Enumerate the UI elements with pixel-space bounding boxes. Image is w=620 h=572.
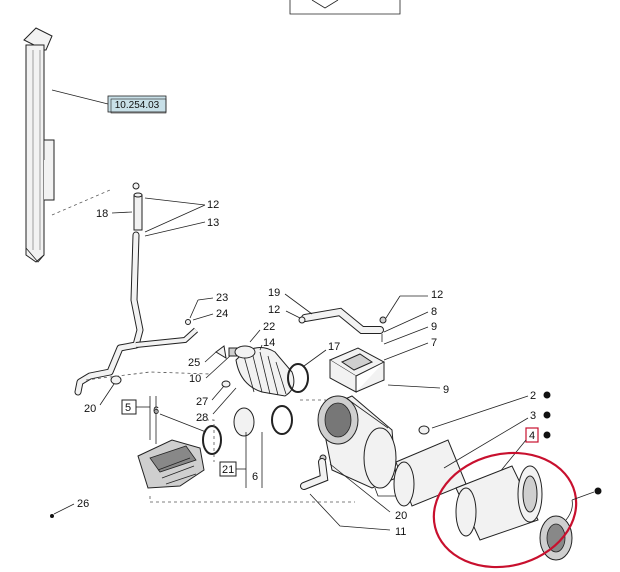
clip-25 [215, 345, 227, 359]
leader-25 [204, 351, 217, 363]
label-12a: 12 [207, 199, 219, 211]
leader-20a [99, 383, 115, 406]
corrugated-elbow [234, 345, 295, 397]
label-20b: 20 [395, 510, 407, 522]
leader-24 [192, 313, 214, 321]
leader-11 [309, 493, 391, 531]
leader-housing [374, 487, 396, 497]
label-9b: 9 [443, 384, 449, 396]
leader-26 [53, 503, 75, 515]
bullet-2 [543, 391, 551, 399]
ref-leader [51, 89, 109, 105]
label-7: 7 [431, 337, 437, 349]
top-frame [289, 0, 401, 15]
leader-9b [387, 384, 441, 389]
leader-12b [285, 310, 301, 319]
label-17: 17 [328, 341, 340, 353]
clamp-ring-6b [271, 405, 293, 435]
connector-6 [233, 407, 255, 437]
bullet-5 [594, 487, 602, 495]
leader-23 [197, 297, 214, 301]
leader-21b [245, 432, 263, 488]
fitting-24 [185, 319, 191, 325]
air-cleaner-housing [317, 395, 397, 489]
pipe-11 [300, 458, 329, 490]
fitting-12c [379, 316, 387, 324]
leader-28 [212, 387, 237, 415]
clamp-27 [221, 380, 231, 388]
label-12b: 12 [268, 304, 280, 316]
seal-element [418, 425, 430, 435]
exhaust-stack [23, 27, 55, 263]
leader-12c [385, 295, 401, 319]
leader-7 [383, 342, 429, 361]
leader-22 [249, 329, 261, 343]
leader-17 [303, 349, 327, 367]
label-8: 8 [431, 306, 437, 318]
label-23: 23 [216, 292, 228, 304]
leader-9a [383, 326, 429, 345]
label-27: 27 [196, 396, 208, 408]
clamp-ring-17 [287, 363, 309, 393]
leader-12a [144, 197, 206, 206]
leader-20b [329, 463, 391, 513]
label-5: 5 [125, 402, 131, 414]
label-2: 2 [530, 390, 536, 402]
highlight-ellipse [432, 451, 578, 569]
reference-box-text: 10.254.03 [115, 100, 160, 111]
inner-filter-element [455, 465, 543, 541]
label-11: 11 [395, 526, 406, 538]
leader-27 [211, 385, 225, 401]
label-24: 24 [216, 308, 228, 320]
label-4: 4 [529, 430, 535, 442]
label-12c: 12 [431, 289, 443, 301]
dashed-link-2 [85, 371, 211, 381]
label-9a: 9 [431, 321, 437, 333]
label-21: 21 [222, 464, 234, 476]
label-19: 19 [268, 287, 280, 299]
dashed-link-4 [200, 419, 215, 462]
leader-14 [259, 344, 263, 351]
bullet-3 [543, 411, 551, 419]
label-25: 25 [188, 357, 200, 369]
label-22: 22 [263, 321, 275, 333]
leader-2 [431, 395, 529, 429]
leader-23b [189, 299, 199, 319]
label-6b: 6 [252, 471, 258, 483]
dashed-link-3 [149, 496, 355, 503]
intake-hose [74, 231, 199, 396]
leader-6a [159, 413, 207, 433]
dashed-link [51, 189, 111, 216]
leader-8 [383, 311, 429, 333]
label-14: 14 [263, 337, 275, 349]
end-cap [539, 499, 573, 561]
breather-pipe [132, 182, 143, 231]
label-18: 18 [96, 208, 108, 220]
pipe-19 [298, 307, 384, 334]
label-10: 10 [189, 373, 201, 385]
leader-endcap [571, 491, 595, 501]
leader-3 [443, 417, 529, 469]
leader-5b [149, 396, 157, 444]
leader-10 [205, 355, 231, 379]
label-13: 13 [207, 217, 219, 229]
leader-19 [284, 293, 313, 315]
leader-13 [144, 221, 206, 237]
leader-18 [111, 211, 133, 214]
label-28: 28 [196, 412, 208, 424]
leader-12a2 [144, 204, 206, 233]
highlight-box-4 [525, 427, 539, 443]
reference-box: 10.254.03 [107, 95, 167, 114]
label-26: 26 [77, 498, 89, 510]
precleaner-housing [137, 439, 205, 489]
label-3: 3 [530, 410, 536, 422]
outer-filter-element [393, 439, 467, 507]
label-20a: 20 [84, 403, 96, 415]
bracket-7 [328, 347, 386, 393]
bullet-4 [543, 431, 551, 439]
screw-26 [50, 514, 54, 518]
clamp-ring-6a [202, 425, 222, 455]
